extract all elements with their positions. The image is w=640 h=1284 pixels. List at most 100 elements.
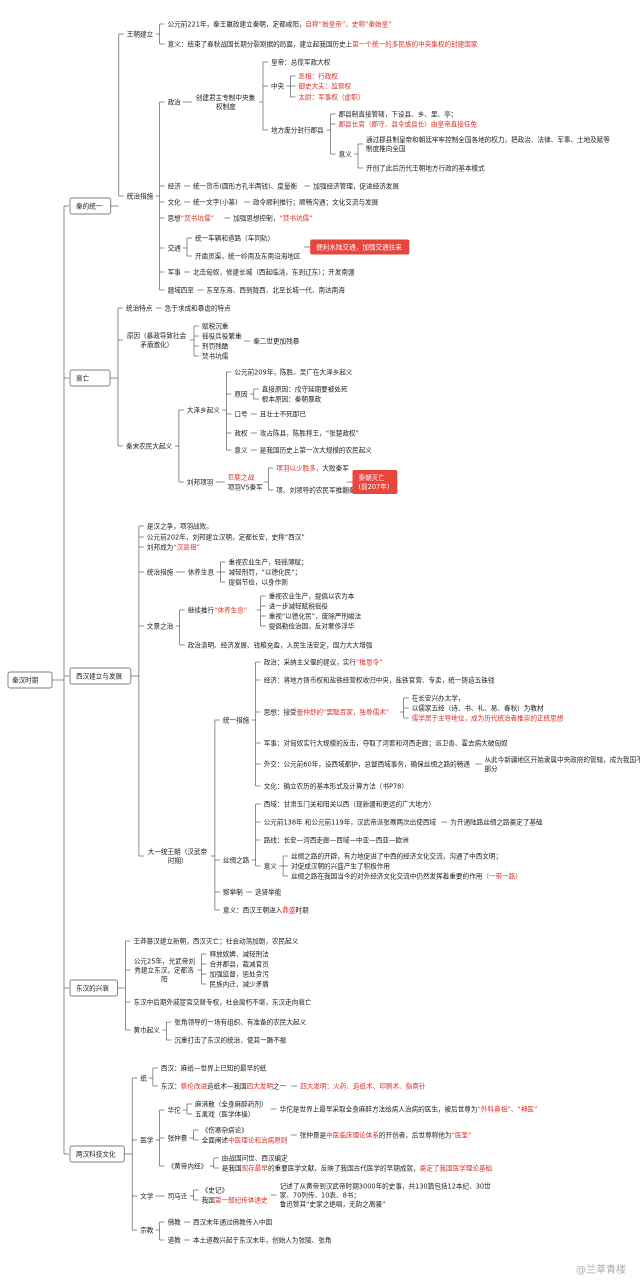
- node-qin-fall-0-text: 急于求成和暴虐的特点: [165, 303, 231, 312]
- node-west-han-5-1-2: 路线：长安—河西走廊—西域—中亚—西亚—欧洲: [264, 835, 409, 844]
- highlight-text: 秦朝灭亡: [359, 473, 386, 482]
- node-culture-1-1-0: 《伤寒杂病论》: [202, 1125, 248, 1134]
- node-qin-unify-1-6: 疆域四至: [168, 285, 195, 294]
- node-west-han-5-1-3: 意义: [264, 861, 278, 870]
- node-culture-1-0: 华佗: [168, 1105, 182, 1114]
- node-culture-3: 宗教: [140, 1225, 154, 1234]
- node-west-han-5-1-1: 公元前138年 和公元前119年，汉武帝派张骞两次出使西域: [264, 817, 437, 826]
- node-qin-unify-1-1-extra: 加强经济管理，促进经济发展: [313, 181, 399, 190]
- node-west-han-5-3: 意义：西汉王朝进入鼎盛时期: [223, 905, 309, 914]
- node-culture-2: 文学: [140, 1191, 154, 1200]
- node-culture-2-0-note: 家、70列传、10表、8书；: [280, 1190, 360, 1199]
- node-west-han-0: 是汉之争，项羽战败。: [147, 521, 213, 530]
- node-west-han-5-0-0: 政治：采纳主父偃的建议，实行“推恩令”: [264, 657, 383, 666]
- node-west-han-5-1-1-extra: 为开通陆路丝绸之路奠定了基础: [450, 817, 543, 826]
- node-qin-unify-1-2-text: 统一文字(小篆): [193, 197, 238, 206]
- node-qin-unify-1-0-0-2-2-0: 制度推向全国: [366, 144, 406, 153]
- node-east-han-1-3: 民族内迁，减少矛盾: [210, 979, 270, 988]
- node-west-han-4-0: 继续推行“休养生息”: [188, 605, 248, 614]
- node-qin-fall-2-0-3: 政权: [234, 428, 248, 437]
- node-culture-3-1: 道教: [168, 1235, 182, 1244]
- node-qin-fall-1: 矛盾激化）: [140, 340, 173, 349]
- node-west-han-1: 公元前202年，刘邦建立汉朝，定都长安，史称“西汉”: [147, 532, 305, 541]
- node-culture-1-2-0: 由战国问世、西汉编定: [222, 1153, 288, 1162]
- node-east-han-3: 黄巾起义: [134, 1025, 161, 1034]
- node-culture-2-0-note: 鲁迅赞其“史家之绝唱，无韵之离骚”: [280, 1199, 386, 1208]
- node-qin-unify-1-0-0-2-1: 郡县长官（郡守、县令或县长）由皇帝直接任免: [339, 119, 478, 128]
- node-culture-1-2-1: 是我国现存最早的重要医学文献，反映了我国古代医学的早期成就，奠定了我国医学理论基…: [222, 1163, 493, 1172]
- node-qin-unify-1-3: 思想“焚书坑儒”: [168, 213, 214, 222]
- node-culture-2-0: 司马迁: [168, 1191, 188, 1200]
- node-qin-fall-2-0-1-0: 直接原因：戍守延期要被处死: [262, 384, 348, 393]
- node-qin-fall-2-0-1: 原因: [234, 390, 248, 398]
- node-qin-unify-1-0-0: 权制度: [216, 102, 236, 111]
- node-qin-unify-1-5: 军事: [168, 267, 182, 276]
- node-qin-fall-2-0-3-text: 攻占陈县，陈胜称王，“张楚政权”: [260, 428, 359, 437]
- node-qin-fall-1: 原因（暴政导致社会: [127, 331, 187, 340]
- node-qin-unify-1-0-0: 创建君主专制中央集: [196, 93, 256, 102]
- node-west-han-5-0-2-1: 以儒家五经（诗、书、礼、易、春秋）为教材: [412, 703, 544, 712]
- section-label-culture: 两汉科技文化: [76, 1149, 116, 1158]
- node-east-han-1: 阳: [161, 974, 168, 983]
- node-qin-fall-2-1-0-1: 项、刘领导的农民军推翻秦朝残暴统治: [276, 485, 388, 494]
- node-east-han-0: 王莽篡汉建立新朝，西汉灭亡；社会动荡加剧，农民起义: [134, 936, 299, 945]
- node-culture-2-0-0: 《史记》: [202, 1185, 228, 1194]
- node-culture-1-1-1: 全面阐述中医理论和治病原则: [202, 1135, 288, 1144]
- node-west-han-5-0-5: 文化：确立农历的基本形式及计算方法（书P78）: [264, 781, 408, 790]
- node-culture-1-2: 《黄帝内经》: [168, 1161, 208, 1170]
- node-culture-3-0-text: 西汉末年通过佛教传入中国: [193, 1217, 273, 1226]
- node-west-han-5-0: 统一措施: [223, 715, 250, 724]
- node-east-han-1: 秀建立东汉，定都洛: [134, 965, 194, 974]
- node-qin-fall-2-0: 大泽乡起义: [187, 405, 220, 414]
- node-qin-fall-2-0-4-text: 是我国历史上第一次大规模的农民起义: [260, 445, 372, 454]
- node-west-han-3-0-2: 提倡节俭，以身作则: [229, 577, 288, 586]
- node-west-han-4: 文景之治: [147, 621, 174, 630]
- watermark: @兰莘青楼: [576, 1265, 626, 1276]
- node-culture-0-0: 西汉：麻纸—世界上已知的最早的纸: [161, 1063, 267, 1072]
- node-qin-fall-2: 秦末农民大起义: [126, 441, 173, 450]
- node-west-han-5-2: 察举制: [223, 887, 243, 896]
- node-qin-unify-1-3-text: 加强思想控制，“焚书坑儒”: [233, 213, 312, 222]
- section-label-qin-unify: 秦的统一: [76, 201, 103, 210]
- node-qin-unify-1-4-1: 开凿灵渠，统一岭南及东南沿海地区: [195, 251, 301, 260]
- node-qin-unify-1-0-0-2-2: 意义: [339, 149, 353, 158]
- node-qin-unify-1-4-0: 统一车辆和道路（车同轨）: [195, 233, 274, 242]
- section-label-west-han: 西汉建立与发展: [76, 671, 123, 680]
- node-qin-fall-2-0-0: 公元前209年，陈胜、吴广在大泽乡起义: [234, 367, 352, 376]
- node-west-han-3-0-0: 重视农业生产，轻徭薄赋；: [229, 557, 308, 566]
- node-qin-fall-1-0: 赋税沉重: [202, 321, 229, 330]
- node-culture-2-0-note: 记述了从黄帝到汉武帝时期3000年的史事，共130篇包括12本纪、30世: [280, 1181, 491, 1190]
- node-qin-fall-2-0-2: 口号: [234, 410, 248, 418]
- node-east-han-1-0: 释放奴婢、减轻刑法: [210, 949, 270, 958]
- node-culture-0-1-note: 四大发明：火药、造纸术、印刷术、指南针: [300, 1081, 426, 1090]
- node-qin-unify-1-0-0-1: 中央: [271, 81, 285, 90]
- node-qin-fall-2-0-4: 意义: [234, 445, 248, 454]
- node-qin-fall-1-3: 焚书坑儒: [202, 351, 229, 360]
- node-qin-unify-1-0-0-1-0: 丞相：行政权: [298, 71, 338, 80]
- section-label-qin-fall: 衰亡: [76, 373, 90, 382]
- node-qin-unify-1-4: 交通: [168, 243, 182, 252]
- node-east-han-1-2: 加强监督，惩处贪污: [210, 969, 270, 978]
- node-west-han-5-0-2-0: 在长安兴办太学，: [412, 693, 465, 702]
- node-west-han-5-0-1: 经济：将地方铸币权和盐铁经营权收归中央，盐铁官营、专卖，统一铸造五铢钱: [264, 675, 495, 684]
- node-culture-1: 医学: [140, 1135, 154, 1144]
- node-east-han-3-1: 沉重打击了东汉的统治，使其一蹶不振: [174, 1035, 286, 1044]
- node-west-han-5-1-3-1: 对促成汉朝的兴盛产生了积极作用: [291, 861, 390, 870]
- node-qin-unify-1-0: 政治: [168, 97, 182, 106]
- node-west-han-5-1-3-0: 丝绸之路的开辟，有力地促进了中西的经济文化交流，沟通了中西文明；: [291, 851, 502, 860]
- highlight-text: 便利水陆交通，加强交通往来: [316, 243, 402, 252]
- node-qin-unify-1-6-text: 东至东海、西到陇西、北至长城一代、南达南海: [206, 285, 345, 294]
- node-west-han-3-0: 休养生息: [188, 567, 215, 576]
- node-west-han-5-2-text: 选贤举能: [255, 887, 282, 896]
- node-west-han-4-0-0: 重视农业生产，提倡以农为本: [269, 591, 355, 600]
- node-culture-1-0-1: 五禽戏（医学体操）: [195, 1109, 254, 1118]
- node-qin-unify-1-2: 文化: [168, 197, 182, 206]
- node-qin-unify-0-1: 意义：结束了春秋战国长期分裂割据的局面，建立起我国历史上第一个统一的多民族的中央…: [168, 39, 478, 48]
- node-qin-unify-1-0-0-1-2: 太尉：军事权（虚职）: [298, 92, 364, 101]
- node-west-han-5-0-4-extra: 部分: [484, 764, 498, 773]
- node-culture-2-0-1: 我国第一部纪传体通史: [202, 1195, 268, 1204]
- node-culture-1-1: 张仲景: [168, 1133, 188, 1142]
- node-west-han-5: 大一统王朝（汉武帝: [148, 847, 208, 856]
- node-qin-fall-1-2: 刑罚残酷: [202, 341, 229, 350]
- node-west-han-5-0-4: 外交：公元前60年，设西域都护，总督西域事务，确保丝绸之路的畅通: [264, 759, 471, 768]
